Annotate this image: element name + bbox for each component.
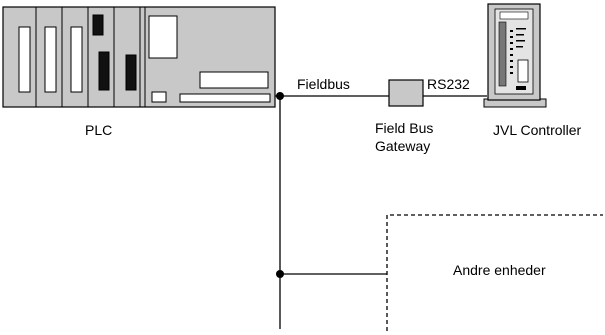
plc-connector <box>92 14 104 36</box>
plc-slot <box>70 26 83 93</box>
other-devices-label: Andre enheder <box>453 262 546 278</box>
plc-connector <box>125 54 137 91</box>
controller-connector <box>517 59 529 83</box>
rs232-label: RS232 <box>427 76 470 92</box>
bus-lines <box>275 92 487 329</box>
jvl-controller <box>483 3 547 108</box>
plc-display <box>148 15 178 59</box>
plc-chassis <box>2 6 276 108</box>
controller-small-label <box>516 86 526 90</box>
gateway-label-line1: Field Bus <box>375 120 433 136</box>
other-devices-boundary <box>386 214 603 331</box>
controller-label: JVL Controller <box>493 122 582 138</box>
plc-label: PLC <box>85 122 112 138</box>
controller-leds <box>510 28 526 74</box>
junction-dot <box>276 92 284 100</box>
fieldbus-label: Fieldbus <box>297 76 350 92</box>
plc-device <box>2 6 276 108</box>
plc-indicator <box>151 91 167 103</box>
plc-slot <box>44 26 57 93</box>
controller-logo-plate <box>499 11 529 20</box>
controller-terminal-strip <box>498 21 507 87</box>
gateway-box <box>388 79 424 107</box>
plc-panel <box>199 71 269 89</box>
plc-slot <box>18 26 31 93</box>
gateway-label-line2: Gateway <box>375 138 430 154</box>
junction-dot <box>276 270 284 278</box>
plc-connector <box>98 51 110 91</box>
plc-bar <box>179 93 271 103</box>
